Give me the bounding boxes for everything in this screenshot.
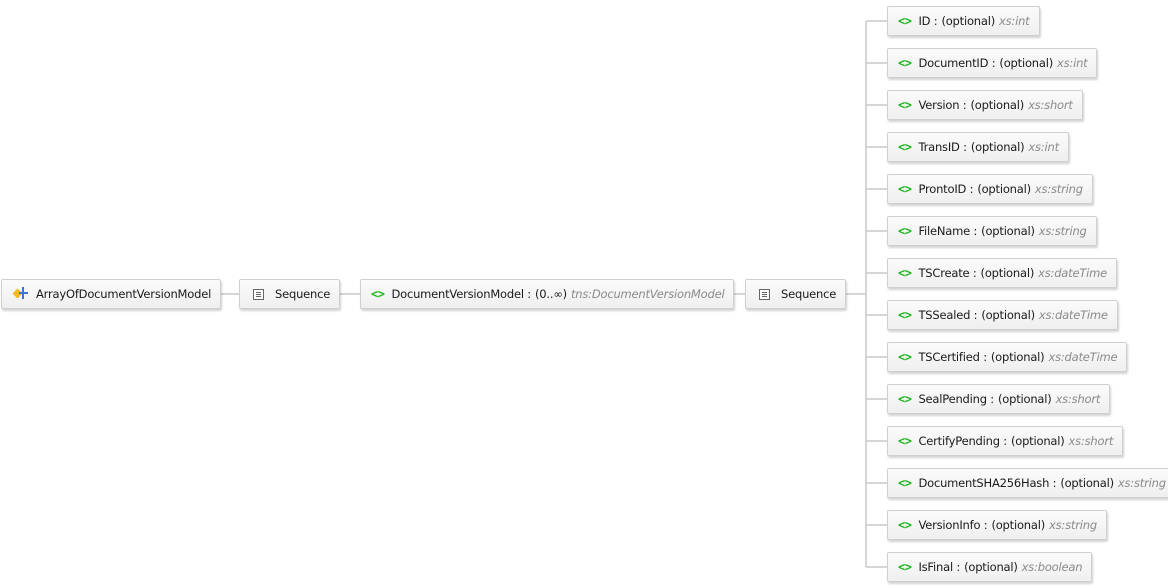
root-complex-type-node[interactable]: ArrayOfDocumentVersionModel (1, 279, 222, 309)
field-element-node[interactable]: <> DocumentID :(optional)xs:int (887, 48, 1098, 78)
element-icon: <> (898, 56, 912, 70)
field-name: DocumentSHA256Hash : (918, 476, 1057, 490)
document-version-model-node[interactable]: <> DocumentVersionModel : (0..∞) tns:Doc… (360, 279, 735, 309)
element-icon: <> (898, 560, 912, 574)
field-type: xs:short (1028, 98, 1073, 112)
element-icon: <> (898, 182, 912, 196)
field-type: xs:string (1049, 518, 1097, 532)
field-type: xs:string (1034, 182, 1083, 196)
field-occurs: (optional) (970, 98, 1025, 112)
field-type: xs:dateTime (1038, 266, 1108, 280)
field-name: TransID : (918, 140, 967, 154)
field-name: TSCreate : (918, 266, 977, 280)
element-icon: <> (898, 224, 912, 238)
field-element-node[interactable]: <> SealPending :(optional)xs:short (887, 384, 1111, 414)
field-type: xs:short (1068, 434, 1114, 448)
element-icon: <> (898, 476, 912, 490)
field-element-node[interactable]: <> DocumentSHA256Hash :(optional)xs:strin… (887, 468, 1168, 498)
field-name: TSCertified : (918, 350, 987, 364)
element-name: DocumentVersionModel : (391, 287, 531, 301)
field-element-node[interactable]: <> FileName :(optional)xs:string (887, 216, 1097, 246)
field-element-node[interactable]: <> TSSealed :(optional)xs:dateTime (887, 300, 1118, 330)
element-occurs: (0..∞) (534, 287, 567, 301)
field-occurs: (optional) (970, 140, 1025, 154)
outer-sequence-node[interactable]: Sequence (239, 279, 341, 309)
field-element-node[interactable]: <> CertifyPending :(optional)xs:short (887, 426, 1124, 456)
field-name: ProntoID : (918, 182, 974, 196)
field-element-node[interactable]: <> Version :(optional)xs:short (887, 90, 1083, 120)
element-icon: <> (898, 308, 912, 322)
element-icon: <> (898, 350, 912, 364)
field-occurs: (optional) (941, 14, 996, 28)
field-name: FileName : (918, 224, 978, 238)
field-type: xs:boolean (1021, 560, 1083, 574)
sequence-label: Sequence (781, 287, 837, 301)
field-element-node[interactable]: <> TSCreate :(optional)xs:dateTime (887, 258, 1118, 288)
field-occurs: (optional) (981, 308, 1035, 322)
sequence-icon (253, 288, 264, 300)
element-icon: <> (898, 434, 912, 448)
sequence-icon (759, 288, 770, 300)
field-type: xs:dateTime (1038, 308, 1108, 322)
field-type: xs:string (1117, 476, 1166, 490)
field-type: xs:short (1055, 392, 1101, 406)
field-type: xs:dateTime (1048, 350, 1118, 364)
field-name: Version : (918, 98, 967, 112)
field-occurs: (optional) (997, 392, 1052, 406)
element-icon: <> (898, 140, 912, 154)
field-occurs: (optional) (991, 518, 1046, 532)
field-type: xs:int (1028, 140, 1059, 154)
element-icon: <> (898, 266, 912, 280)
complex-type-icon (12, 287, 30, 301)
field-type: xs:int (999, 14, 1030, 28)
element-icon: <> (898, 98, 912, 112)
field-element-node[interactable]: <> IsFinal :(optional)xs:boolean (887, 552, 1093, 582)
element-icon: <> (898, 392, 912, 406)
field-element-node[interactable]: <> TSCertified :(optional)xs:dateTime (887, 342, 1128, 372)
field-element-node[interactable]: <> VersionInfo :(optional)xs:string (887, 510, 1107, 540)
root-label: ArrayOfDocumentVersionModel (36, 287, 212, 301)
field-occurs: (optional) (964, 560, 1018, 574)
field-type: xs:string (1038, 224, 1087, 238)
field-type: xs:int (1057, 56, 1088, 70)
field-name: IsFinal : (918, 560, 961, 574)
field-occurs: (optional) (1060, 476, 1114, 490)
field-element-node[interactable]: <> ID :(optional)xs:int (887, 6, 1040, 36)
field-occurs: (optional) (980, 266, 1035, 280)
field-occurs: (optional) (999, 56, 1054, 70)
element-icon: <> (371, 287, 385, 301)
inner-sequence-node[interactable]: Sequence (745, 279, 847, 309)
element-icon: <> (898, 518, 912, 532)
field-name: VersionInfo : (918, 518, 988, 532)
field-element-node[interactable]: <> TransID :(optional)xs:int (887, 132, 1069, 162)
field-name: SealPending : (918, 392, 994, 406)
field-occurs: (optional) (977, 182, 1031, 196)
field-element-node[interactable]: <> ProntoID :(optional)xs:string (887, 174, 1093, 204)
element-type: tns:DocumentVersionModel (570, 287, 725, 301)
field-occurs: (optional) (1010, 434, 1065, 448)
field-name: DocumentID : (918, 56, 996, 70)
element-icon: <> (898, 14, 912, 28)
field-occurs: (optional) (990, 350, 1045, 364)
sequence-label: Sequence (275, 287, 331, 301)
field-name: TSSealed : (918, 308, 978, 322)
field-name: ID : (918, 14, 938, 28)
field-occurs: (optional) (981, 224, 1035, 238)
field-name: CertifyPending : (918, 434, 1007, 448)
